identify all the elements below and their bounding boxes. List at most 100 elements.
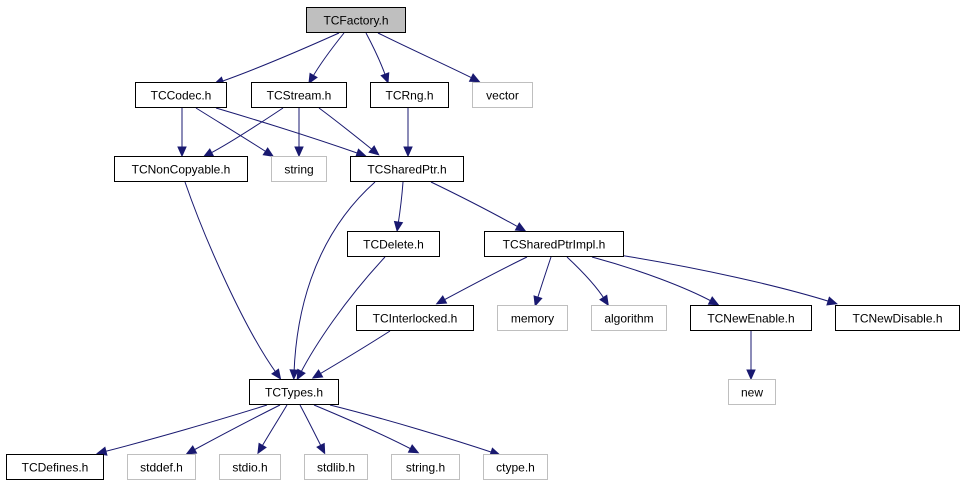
node-box [271, 156, 327, 182]
edge-tcdelete-to-tctypes [296, 256, 386, 381]
edge-tctypes-to-stddef [185, 404, 281, 455]
edge-arrowhead [316, 442, 326, 455]
edge-arrowhead [707, 296, 720, 306]
edge-tcinterlocked-to-tctypes [311, 330, 391, 379]
edge-line [317, 330, 391, 376]
node-tcstream[interactable]: TCStream.h [251, 82, 347, 108]
edge-arrowhead [403, 146, 413, 158]
edge-arrowhead [257, 442, 267, 455]
node-stddef: stddef.h [127, 454, 196, 480]
node-label: TCRng.h [385, 89, 433, 103]
node-box [347, 231, 440, 257]
node-vector: vector [472, 82, 533, 108]
node-label: memory [511, 312, 554, 326]
node-box [356, 305, 474, 331]
edge-tcsharedptrimpl-to-tcinterlocked [435, 256, 528, 305]
node-label: TCCodec.h [151, 89, 212, 103]
edge-arrowhead [533, 295, 543, 307]
edge-tcsharedptrimpl-to-memory [533, 256, 552, 307]
edge-line [377, 32, 475, 80]
edge-tcsharedptr-to-tcdelete [393, 181, 404, 233]
node-box [350, 156, 464, 182]
node-label: TCDefines.h [22, 461, 89, 475]
node-label: TCTypes.h [265, 386, 323, 400]
edge-arrowhead [308, 72, 318, 85]
node-label: TCSharedPtrImpl.h [503, 238, 606, 252]
edge-arrowhead [262, 147, 275, 157]
node-box [306, 7, 406, 33]
node-label: TCNonCopyable.h [132, 163, 231, 177]
edge-line [184, 181, 278, 375]
edge-tcsharedptr-to-tctypes [289, 181, 376, 381]
node-tcfactory[interactable]: TCFactory.h [306, 7, 406, 33]
node-box [728, 379, 776, 405]
node-label: algorithm [604, 312, 653, 326]
edge-line [208, 107, 284, 155]
edge-tcnoncopyable-to-tctypes [184, 181, 282, 380]
edge-line [191, 404, 281, 452]
node-box [251, 82, 347, 108]
node-tcdelete[interactable]: TCDelete.h [347, 231, 440, 257]
node-label: TCNewDisable.h [852, 312, 942, 326]
edge-line [260, 404, 288, 449]
node-box [690, 305, 812, 331]
edge-arrowhead [355, 148, 367, 158]
node-label: ctype.h [496, 461, 535, 475]
edge-arrowhead [185, 445, 198, 455]
node-box [249, 379, 339, 405]
edge-arrowhead [407, 444, 420, 454]
edge-tcsharedptrimpl-to-tcnewenable [591, 256, 720, 306]
node-tcsharedptrimpl[interactable]: TCSharedPtrImpl.h [484, 231, 624, 257]
node-stdio: stdio.h [219, 454, 281, 480]
node-tcrng[interactable]: TCRng.h [370, 82, 449, 108]
edge-arrowhead [380, 72, 390, 84]
node-stringh: string.h [391, 454, 460, 480]
node-tccodec[interactable]: TCCodec.h [135, 82, 227, 108]
node-tcsharedptr[interactable]: TCSharedPtr.h [350, 156, 464, 182]
edge-tccodec-to-tcnoncopyable [177, 108, 187, 158]
node-tcnewenable[interactable]: TCNewEnable.h [690, 305, 812, 331]
edge-line [299, 404, 323, 449]
edge-line [102, 404, 268, 453]
node-label: TCDelete.h [363, 238, 424, 252]
edge-arrowhead [311, 369, 324, 379]
node-string: string [271, 156, 327, 182]
edge-line [219, 32, 340, 83]
node-label: stdio.h [232, 461, 267, 475]
node-box [391, 454, 460, 480]
edges-layer [95, 32, 838, 457]
node-box [472, 82, 533, 108]
node-label: vector [486, 89, 519, 103]
edge-arrowhead [514, 222, 527, 232]
edge-arrowhead [599, 294, 609, 307]
edge-tcfactory-to-tcrng [365, 32, 390, 84]
node-label: string [284, 163, 313, 177]
node-tcdefines[interactable]: TCDefines.h [6, 454, 104, 480]
node-tcnoncopyable[interactable]: TCNonCopyable.h [114, 156, 248, 182]
node-ctype: ctype.h [483, 454, 548, 480]
edge-line [195, 107, 269, 154]
node-memory: memory [497, 305, 568, 331]
node-tcnewdisable[interactable]: TCNewDisable.h [835, 305, 960, 331]
node-stdlib: stdlib.h [304, 454, 368, 480]
edge-line [293, 181, 376, 374]
edge-arrowhead [368, 145, 380, 156]
edge-tcnewenable-to-new [746, 331, 756, 381]
node-box [127, 454, 196, 480]
edge-arrowhead [468, 73, 481, 83]
node-box [135, 82, 227, 108]
edge-line [329, 404, 495, 454]
node-tctypes[interactable]: TCTypes.h [249, 379, 339, 405]
edge-tccodec-to-tcsharedptr [215, 107, 367, 158]
edge-line [299, 256, 386, 375]
edge-arrowhead [826, 296, 838, 306]
node-box [114, 156, 248, 182]
node-tcinterlocked[interactable]: TCInterlocked.h [356, 305, 474, 331]
node-label: TCFactory.h [323, 14, 388, 28]
node-new: new [728, 379, 776, 405]
edge-arrowhead [296, 368, 306, 381]
edge-tcsharedptr-to-tcsharedptrimpl [430, 181, 527, 232]
edge-tcfactory-to-tcstream [308, 32, 345, 85]
edge-arrowhead [271, 368, 282, 380]
